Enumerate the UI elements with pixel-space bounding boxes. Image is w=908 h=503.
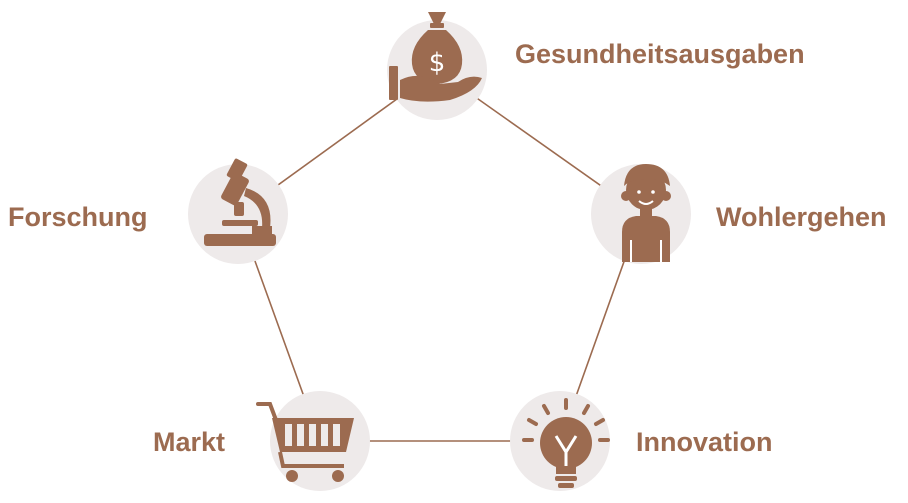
label-gesundheitsausgaben: Gesundheitsausgaben (515, 39, 805, 69)
label-markt: Markt (153, 427, 226, 457)
microscope-icon (204, 158, 276, 246)
money-bag-hand-icon: $ (389, 12, 482, 102)
svg-text:$: $ (429, 48, 446, 78)
label-forschung: Forschung (8, 202, 148, 232)
connectors (237, 69, 642, 442)
person-icon (621, 164, 671, 262)
shopping-cart-icon (256, 402, 354, 482)
lightbulb-icon (522, 398, 610, 488)
label-wohlergehen: Wohlergehen (716, 202, 887, 232)
label-innovation: Innovation (636, 427, 773, 457)
